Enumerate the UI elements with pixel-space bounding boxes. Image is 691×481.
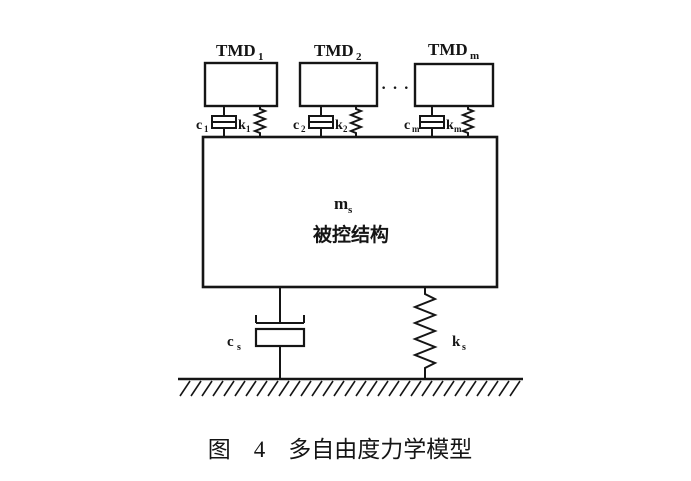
ground-hatch-stroke	[487, 380, 499, 397]
ground-hatch-stroke	[443, 380, 455, 397]
ground-hatch-stroke	[223, 380, 235, 397]
ground	[178, 377, 523, 397]
ground-hatch-stroke	[476, 380, 488, 397]
base-damper-label-sub: s	[237, 342, 241, 353]
tmd-2-mass-box	[298, 61, 379, 108]
ground-hatch-stroke	[366, 380, 378, 397]
tmd-2-spring-icon	[348, 106, 364, 138]
controlled-structure: m s 被控结构	[201, 135, 499, 289]
ground-hatch-stroke	[190, 380, 202, 397]
structure-name-label: 被控结构	[313, 223, 389, 246]
ground-hatch-stroke	[245, 380, 257, 397]
ground-hatch-stroke	[267, 380, 279, 397]
ground-hatch-stroke	[179, 380, 191, 397]
figure-caption: 图 4 多自由度力学模型	[208, 437, 473, 462]
tmd-m-damper-label: c	[404, 118, 410, 133]
ground-hatch-stroke	[212, 380, 224, 397]
tmd-m-spring-label: k	[446, 118, 454, 133]
structure-mass-subscript: s	[348, 204, 353, 216]
tmd-m-damper-label-sub: m	[412, 124, 420, 134]
ground-hatch-stroke	[234, 380, 246, 397]
ground-hatch-stroke	[421, 380, 433, 397]
ground-hatch-stroke	[201, 380, 213, 397]
base-damper-assembly: c s	[227, 287, 306, 379]
base-damper-cylinder	[254, 327, 306, 348]
ground-hatch-stroke	[432, 380, 444, 397]
tmd-m-spring-icon	[460, 106, 476, 138]
structure-mass-label: m	[334, 194, 348, 213]
ground-hatch-stroke	[278, 380, 290, 397]
tmd-2-assembly: TMD 2 c 2 k 2	[293, 41, 379, 138]
ground-hatch-stroke	[289, 380, 301, 397]
ground-hatch-stroke	[465, 380, 477, 397]
tmd-1-damper-label: c	[196, 118, 202, 133]
ground-hatch-stroke	[498, 380, 510, 397]
tmd-1-label: TMD	[216, 41, 256, 60]
ground-hatch-stroke	[311, 380, 323, 397]
base-spring-label: k	[452, 334, 461, 350]
ground-hatch-stroke	[377, 380, 389, 397]
tmd-1-mass-box	[203, 61, 279, 108]
ground-hatch-stroke	[399, 380, 411, 397]
ground-hatch-stroke	[256, 380, 268, 397]
base-spring-icon	[412, 287, 438, 379]
base-spring-assembly: k s	[412, 287, 466, 379]
ground-hatch-stroke	[509, 380, 521, 397]
tmd-1-assembly: TMD 1 c 1 k 1	[196, 41, 279, 138]
tmd-m-mass-box	[413, 62, 495, 108]
tmd-m-subscript: m	[470, 50, 479, 62]
base-damper-label: c	[227, 334, 234, 350]
tmd-1-spring-label: k	[238, 118, 246, 133]
ground-hatch-stroke	[355, 380, 367, 397]
tmd-2-damper-label: c	[293, 118, 299, 133]
ground-hatch-stroke	[333, 380, 345, 397]
ground-hatch-stroke	[410, 380, 422, 397]
structure-box	[201, 135, 499, 289]
tmd-2-damper-label-sub: 2	[301, 124, 306, 134]
ground-hatch-stroke	[322, 380, 334, 397]
tmd-2-label: TMD	[314, 41, 354, 60]
ground-hatch-stroke	[388, 380, 400, 397]
base-spring-label-sub: s	[462, 342, 466, 353]
tmd-2-spring-label: k	[335, 118, 343, 133]
ground-hatching	[179, 380, 521, 397]
tmd-m-label: TMD	[428, 40, 468, 59]
ground-hatch-stroke	[344, 380, 356, 397]
tmd-1-damper-label-sub: 1	[204, 124, 209, 134]
tmd-1-spring-label-sub: 1	[246, 124, 251, 134]
tmd-m-spring-label-sub: m	[454, 124, 462, 134]
ground-hatch-stroke	[300, 380, 312, 397]
tmd-2-subscript: 2	[356, 51, 362, 63]
ground-hatch-stroke	[454, 380, 466, 397]
ellipsis-dots: · · ·	[381, 80, 410, 97]
tmd-1-spring-icon	[252, 106, 268, 138]
tmd-2-spring-label-sub: 2	[343, 124, 348, 134]
tmd-1-subscript: 1	[258, 51, 264, 63]
tmd-m-assembly: TMD m c m k m	[404, 40, 495, 138]
